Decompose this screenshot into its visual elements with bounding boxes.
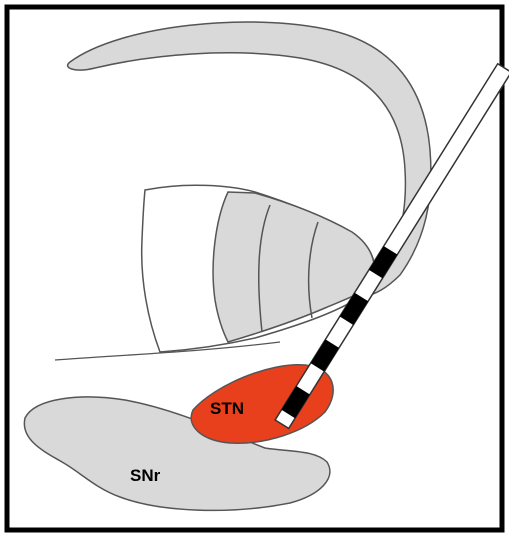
snr-label: SNr xyxy=(130,466,161,485)
stn-label: STN xyxy=(210,399,244,418)
